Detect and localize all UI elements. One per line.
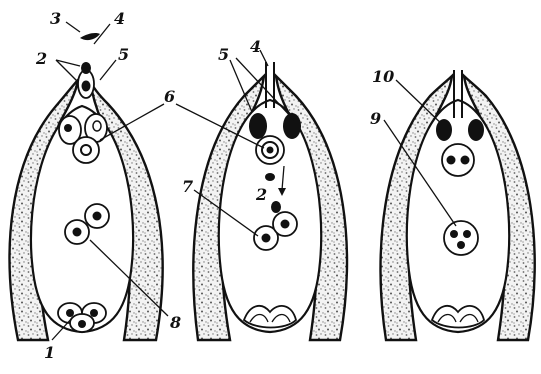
central-cell [444,221,478,255]
leader-4-stage2 [260,50,268,66]
antipodal-nucleus [90,309,98,317]
label-2-stage2: 2 [255,185,267,204]
zygote-nucleus [461,156,470,165]
synergid-left [436,119,452,141]
antipodal-nucleus [78,320,86,328]
sperm-cell-moving [271,201,281,213]
egg-cell [73,137,99,163]
label-7: 7 [182,177,193,196]
label-5: 5 [118,45,129,64]
label-4-stage2: 4 [250,37,261,56]
polar-nucleus-left-core [262,234,271,243]
pollen-nucleus-3 [80,33,100,40]
synergid-nucleus [64,124,72,132]
sperm-cell-lower [82,81,91,92]
sperm-cell-upper [81,62,91,74]
label-6: 6 [164,87,175,106]
leader-3 [66,22,80,32]
label-2: 2 [35,49,47,68]
egg-nucleus [267,147,274,154]
zygote-nucleus [447,156,456,165]
synergid-right [283,113,301,139]
antipodal-nucleus [66,309,74,317]
central-nucleus [450,230,458,238]
label-3: 3 [50,9,61,28]
central-nucleus [457,241,465,249]
triploid-central-cell [444,221,478,255]
polar-nucleus-right-core [281,220,290,229]
label-9: 9 [370,109,381,128]
ovule-stage-2 [193,62,347,340]
leader-5 [100,60,116,80]
label-1: 1 [44,343,55,362]
polar-nucleus-right-core [93,212,102,221]
synergid-right [468,119,484,141]
ovule-stage-3 [380,70,534,340]
sperm-cell-moving [265,173,275,181]
label-5-stage2: 5 [218,45,229,64]
central-nucleus [463,230,471,238]
label-4: 4 [114,9,125,28]
polar-nucleus-left-core [73,228,82,237]
label-8: 8 [169,313,181,332]
ovule-stage-1 [10,33,163,340]
synergid-left [249,113,267,139]
label-10: 10 [372,67,394,86]
